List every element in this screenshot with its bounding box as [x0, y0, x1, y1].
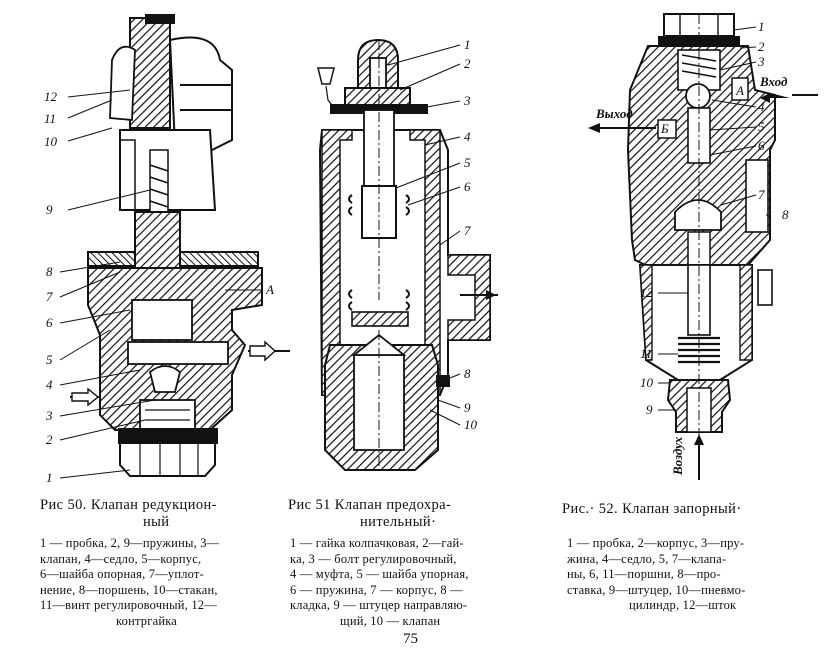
- caption-line: нительный·: [360, 514, 437, 530]
- callout-6: 6: [46, 315, 53, 330]
- callout-9: 9: [464, 400, 471, 415]
- callout-3: 3: [757, 54, 765, 69]
- callout-6: 6: [464, 179, 471, 194]
- legend-line: кладка, 9 — штуцер направляю-: [290, 598, 468, 612]
- callout-9: 9: [46, 202, 53, 217]
- caption-line: Рис.· 52. Клапан запорный·: [562, 501, 742, 517]
- legend-line: ставка, 9—штуцер, 10—пневмо-: [567, 582, 746, 597]
- legend-line: нение, 8—поршень, 10—стакан,: [40, 582, 218, 597]
- legend-line: клапан, 4—седло, 5—корпус,: [40, 551, 202, 566]
- callout-b: Б: [660, 121, 669, 136]
- callout-5: 5: [758, 119, 765, 134]
- callout-5: 5: [46, 352, 53, 367]
- callout-7: 7: [46, 289, 53, 304]
- callout-2: 2: [758, 39, 765, 54]
- figure-52-legend: 1 — пробка, 2—корпус, 3—пру- жина, 4—сед…: [567, 536, 829, 614]
- air-label: Воздух: [670, 436, 685, 476]
- page-number: 75: [403, 631, 418, 647]
- figure-52-caption: Рис.· 52. Клапан запорный·: [562, 501, 827, 518]
- callout-6: 6: [758, 138, 765, 153]
- legend-line: 4 — муфта, 5 — шайба упорная,: [290, 567, 469, 581]
- legend-line: 6 — пружина, 7 — корпус, 8 —: [290, 582, 463, 597]
- figure-50-drawing: 12 11 10 9 8 7 6 5 4 3 2 1 A: [0, 0, 290, 490]
- legend-line: 1 — гайка колпачковая, 2—гай-: [290, 536, 464, 550]
- caption-line: Рис 51 Клапан предохра-: [288, 497, 452, 513]
- callout-3: 3: [463, 93, 471, 108]
- callout-2: 2: [46, 432, 53, 447]
- callout-8: 8: [782, 207, 789, 222]
- legend-line: ны, 6, 11—поршни, 8—про-: [567, 567, 721, 581]
- legend-line: 6—шайба опорная, 7—уплот-: [40, 567, 204, 581]
- legend-line: ка, 3 — болт регулировочный,: [290, 551, 457, 566]
- callout-11: 11: [640, 346, 652, 361]
- figure-50-legend: 1 — пробка, 2, 9—пружины, 3— клапан, 4—с…: [40, 536, 285, 629]
- callout-9: 9: [646, 402, 653, 417]
- callout-4: 4: [46, 377, 53, 392]
- callout-10: 10: [464, 417, 478, 432]
- caption-line: ный: [143, 514, 170, 530]
- callout-4: 4: [464, 129, 471, 144]
- callout-1: 1: [464, 37, 471, 52]
- callout-12: 12: [44, 89, 58, 104]
- legend-line: щий, 10 — клапан: [340, 613, 441, 628]
- callout-3: 3: [45, 408, 53, 423]
- callout-5: 5: [464, 155, 471, 170]
- callout-8: 8: [46, 264, 53, 279]
- callout-8: 8: [464, 366, 471, 381]
- figure-50-caption: Рис 50. Клапан редукцион- ный: [40, 497, 280, 531]
- callout-4: 4: [758, 99, 765, 114]
- callout-12: 12: [640, 285, 654, 300]
- figure-51-caption: Рис 51 Клапан предохра- нительный·: [288, 497, 528, 531]
- legend-line: жина, 4—седло, 5, 7—клапа-: [567, 551, 727, 566]
- figure-52-drawing: Вход Выход Воздух 1 2 3 4 5 6 7 8 9 10 1…: [560, 0, 832, 490]
- figure-51-legend: 1 — гайка колпачковая, 2—гай- ка, 3 — бо…: [290, 536, 535, 629]
- outlet-label: Выход: [595, 106, 633, 121]
- callout-1: 1: [46, 470, 53, 485]
- inlet-label: Вход: [759, 74, 788, 89]
- callout-7: 7: [758, 187, 765, 202]
- callout-11: 11: [44, 111, 56, 126]
- callout-1: 1: [758, 19, 765, 34]
- callout-2: 2: [464, 56, 471, 71]
- callout-a: A: [735, 83, 744, 98]
- legend-line: цилиндр, 12—шток: [629, 598, 737, 612]
- legend-line: контргайка: [116, 613, 178, 628]
- callout-7: 7: [464, 223, 471, 238]
- legend-line: 1 — пробка, 2—корпус, 3—пру-: [567, 536, 745, 550]
- callout-a: A: [265, 282, 274, 297]
- callout-10: 10: [44, 134, 58, 149]
- figure-51-drawing: 1 2 3 4 5 6 7 8 9 10: [290, 0, 520, 490]
- legend-line: 1 — пробка, 2, 9—пружины, 3—: [40, 536, 220, 550]
- callout-10: 10: [640, 375, 654, 390]
- legend-line: 11—винт регулировочный, 12—: [40, 598, 217, 612]
- caption-line: Рис 50. Клапан редукцион-: [40, 497, 217, 513]
